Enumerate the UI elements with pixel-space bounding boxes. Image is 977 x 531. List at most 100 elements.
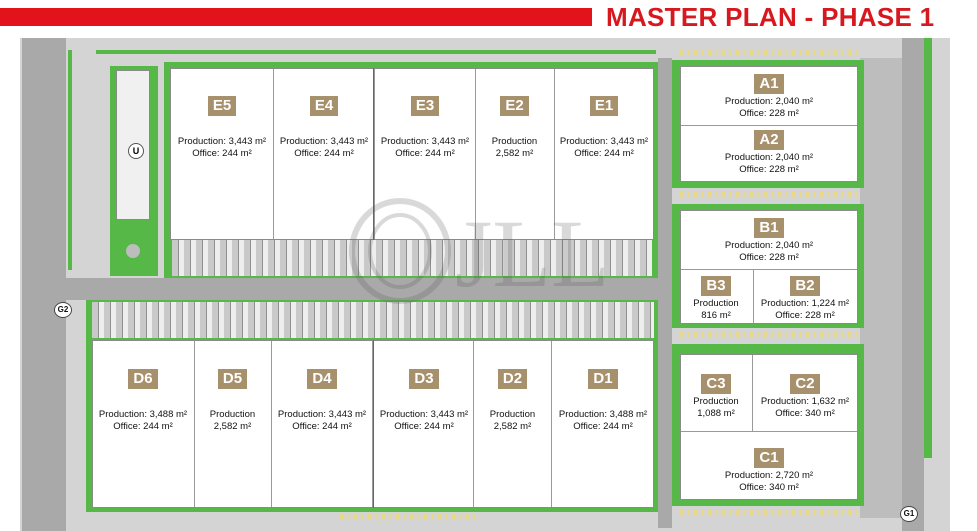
unit-badge: E1 [589,96,619,116]
unit-badge: C1 [754,448,784,468]
unit-line: Production: 3,443 m² [279,136,369,147]
unit-badge: D4 [307,369,337,389]
unit-line: Office: 244 m² [394,421,454,432]
unit-line: Office: 244 m² [574,148,634,159]
unit-badge: D3 [409,369,439,389]
unit-line: Production: 3,443 m² [559,136,649,147]
e-row-loading-bays [172,240,652,276]
north-bollards [680,50,858,56]
unit-line: Office: 228 m² [739,108,799,119]
utility-roundabout [118,236,148,266]
unit-badge: E4 [309,96,339,116]
unit-badge: C2 [790,374,820,394]
unit-line: Office: 228 m² [739,252,799,263]
unit-line: Office: 244 m² [292,421,352,432]
unit-line: Production: 2,040 m² [724,96,814,107]
unit-badge: C3 [701,374,731,394]
unit-line: Production: 2,040 m² [724,240,814,251]
unit-badge: E3 [410,96,440,116]
header-red-bar [0,8,592,26]
unit-line: Production: 3,443 m² [177,136,267,147]
unit-line: Production: 1,632 m² [760,396,850,407]
unit-badge: E5 [207,96,237,116]
vertical-road [658,58,672,528]
gate-g2: G2 [54,302,72,318]
east-road [902,38,924,531]
east-verge [924,38,932,458]
unit-badge: E2 [500,96,529,116]
unit-line: Production: 3,488 m² [558,409,648,420]
unit-line: Office: 340 m² [739,482,799,493]
unit-line: 816 m² [701,310,731,321]
unit-line: Office: 244 m² [573,421,633,432]
unit-line: Production [491,136,538,147]
unit-line: 2,582 m² [213,421,252,432]
unit-line: Production [693,298,739,309]
unit-line: Production [209,409,256,420]
unit-line: 2,582 m² [493,421,532,432]
unit-line: Office: 228 m² [775,310,835,321]
unit-line: Office: 244 m² [395,148,455,159]
unit-line: Production: 3,443 m² [277,409,367,420]
unit-line: Office: 244 m² [113,421,173,432]
d-row-loading-bays [92,302,654,338]
unit-line: Office: 228 m² [739,164,799,175]
unit-line: Production: 3,488 m² [98,409,188,420]
west-road [22,38,66,531]
unit-line: Production: 1,224 m² [760,298,850,309]
east-service-road [860,58,902,518]
unit-line: Production: 2,720 m² [724,470,814,481]
mid-bollards-2 [680,332,858,338]
unit-badge: B2 [790,276,820,296]
jll-watermark-logo: JLL [349,198,610,306]
unit-badge: D6 [128,369,158,389]
unit-line: 1,088 m² [697,408,735,419]
unit-badge: A1 [754,74,784,94]
unit-badge: D5 [217,369,248,389]
unit-line: 2,582 m² [495,148,534,159]
unit-badge: D2 [497,369,528,389]
page-title: MASTER PLAN - PHASE 1 [606,2,935,32]
unit-badge: A2 [754,130,784,150]
unit-badge: B1 [754,218,784,238]
south-bollards [680,510,858,516]
north-green-strip [96,50,656,54]
unit-line: Production [693,396,739,407]
south-west-bollards [340,514,480,520]
unit-line: Production [489,409,536,420]
utility-label: U [128,143,144,159]
unit-badge: B3 [701,276,731,296]
unit-line: Production: 2,040 m² [724,152,814,163]
mid-bollards-1 [680,192,858,198]
central-road [66,278,658,300]
west-green-strip [68,50,72,270]
unit-line: Production: 3,443 m² [380,136,470,147]
unit-line: Office: 244 m² [294,148,354,159]
unit-line: Office: 340 m² [775,408,835,419]
unit-badge: D1 [588,369,618,389]
gate-g1: G1 [900,506,918,522]
d-row-red-line [373,340,374,508]
svg-text:JLL: JLL [455,200,610,306]
e-row-red-line [373,68,374,240]
unit-line: Production: 3,443 m² [379,409,469,420]
